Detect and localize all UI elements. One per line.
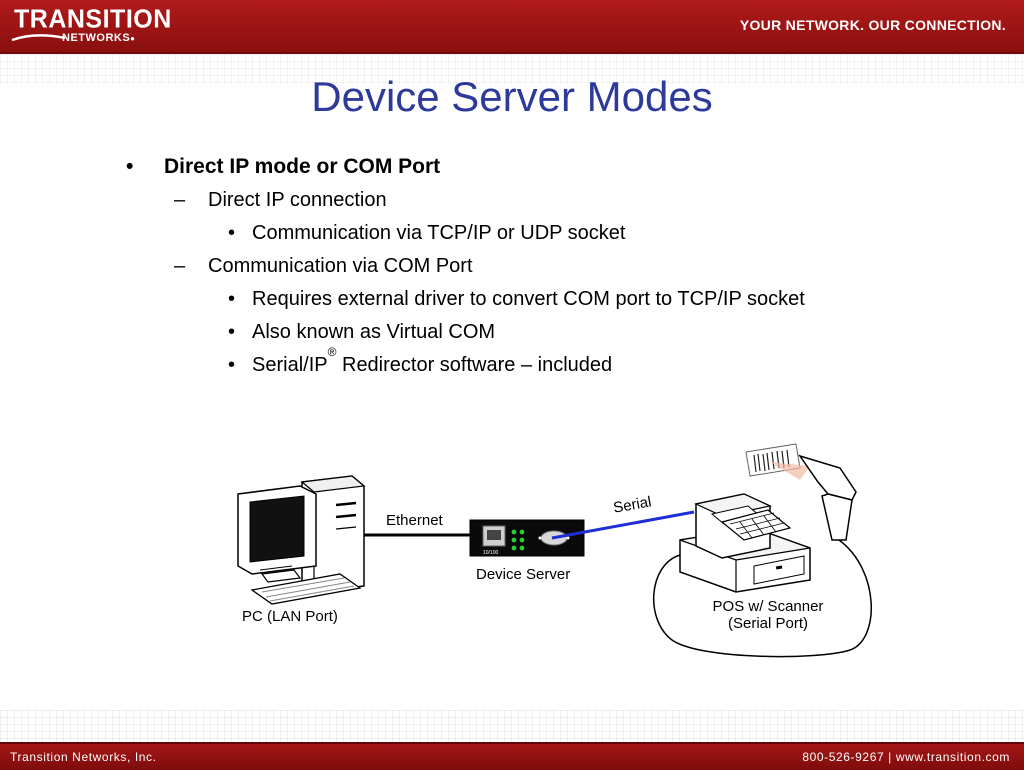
header-bar: TRANSITION NETWORKS● YOUR NETWORK. OUR C… (0, 0, 1024, 54)
pc-monitor-icon (237, 485, 317, 583)
slide-title: Device Server Modes (311, 73, 713, 120)
pc-label: PC (LAN Port) (242, 608, 338, 625)
bullet-text: Serial/IP® Redirector software – include… (252, 345, 613, 376)
bullet-text: Communication via TCP/IP or UDP socket (252, 222, 626, 244)
device-server-label: Device Server (476, 566, 571, 583)
logo-main-text: TRANSITION (14, 4, 172, 34)
bullet-text: Direct IP mode or COM Port (164, 155, 441, 178)
bullet-text: Communication via COM Port (208, 255, 473, 277)
scanner-cord (653, 539, 873, 658)
footer-contact: 800-526-9267 | www.transition.com (802, 750, 1010, 764)
pc-keyboard-icon (250, 573, 362, 605)
footer-bar: Transition Networks, Inc. 800-526-9267 |… (0, 742, 1024, 770)
bullet-text: Requires external driver to convert COM … (252, 288, 805, 310)
bullet-marker: • (228, 354, 236, 376)
logo-swoosh-icon (11, 34, 66, 42)
footer-grid-pattern (0, 710, 1024, 742)
pos-register-icon (679, 493, 811, 593)
dash-marker: – (174, 189, 186, 211)
logo-sub-text: NETWORKS● (62, 32, 136, 44)
dash-marker: – (174, 255, 186, 277)
transition-networks-logo: TRANSITION NETWORKS● (10, 4, 171, 48)
registered-mark: ® (327, 345, 337, 359)
ethernet-label: Ethernet (386, 512, 443, 529)
header-grid-pattern (0, 54, 1024, 84)
bullet-marker: • (228, 288, 236, 310)
serial-cable (551, 510, 695, 540)
pos-label: POS w/ Scanner (Serial Port) (712, 598, 824, 632)
bullet-text: Direct IP connection (208, 189, 387, 211)
port-label: 10/100 (483, 550, 499, 556)
footer-company: Transition Networks, Inc. (10, 750, 157, 764)
bullet-text: Also known as Virtual COM (252, 321, 496, 343)
bullet-marker: • (126, 155, 134, 178)
bullet-marker: • (228, 321, 236, 343)
bullet-marker: • (228, 222, 236, 244)
header-tagline: YOUR NETWORK. OUR CONNECTION. (739, 17, 1006, 33)
device-server-icon (469, 519, 585, 557)
